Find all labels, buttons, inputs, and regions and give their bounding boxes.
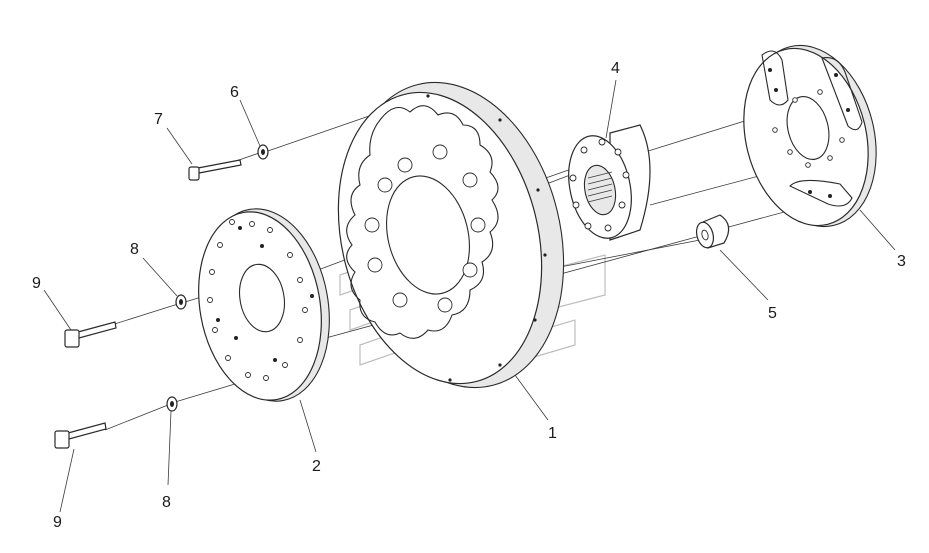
part-2-front-flange bbox=[198, 208, 330, 402]
part-8-washer-upper bbox=[175, 294, 187, 310]
callout-8-lower: 8 bbox=[162, 494, 171, 511]
callout-labels: 1 2 3 4 5 6 7 8 8 9 9 bbox=[32, 60, 906, 531]
callout-5: 5 bbox=[768, 305, 777, 322]
part-6-washer bbox=[257, 144, 269, 160]
callout-2: 2 bbox=[312, 458, 321, 475]
flange-2-holes bbox=[207, 219, 314, 381]
callout-7: 7 bbox=[154, 111, 163, 128]
part-8-washer-lower bbox=[166, 396, 178, 412]
callout-1: 1 bbox=[548, 425, 557, 442]
callout-6: 6 bbox=[230, 84, 239, 101]
part-1-gear-housing bbox=[337, 81, 565, 389]
part-7-bolt bbox=[188, 159, 242, 181]
callout-4: 4 bbox=[611, 60, 620, 77]
part-5-bushing bbox=[695, 214, 730, 249]
callout-leaders bbox=[43, 79, 896, 513]
callout-9-upper: 9 bbox=[32, 275, 41, 292]
callout-9-lower: 9 bbox=[53, 514, 62, 531]
part-4-splined-hub bbox=[568, 124, 651, 241]
part-3-rear-plate bbox=[743, 44, 877, 228]
callout-8-upper: 8 bbox=[130, 241, 139, 258]
part-9-bolt-upper bbox=[64, 321, 117, 348]
hub-spline-lines bbox=[587, 171, 613, 203]
part-9-bolt-lower bbox=[54, 422, 107, 449]
callout-3: 3 bbox=[897, 253, 906, 270]
